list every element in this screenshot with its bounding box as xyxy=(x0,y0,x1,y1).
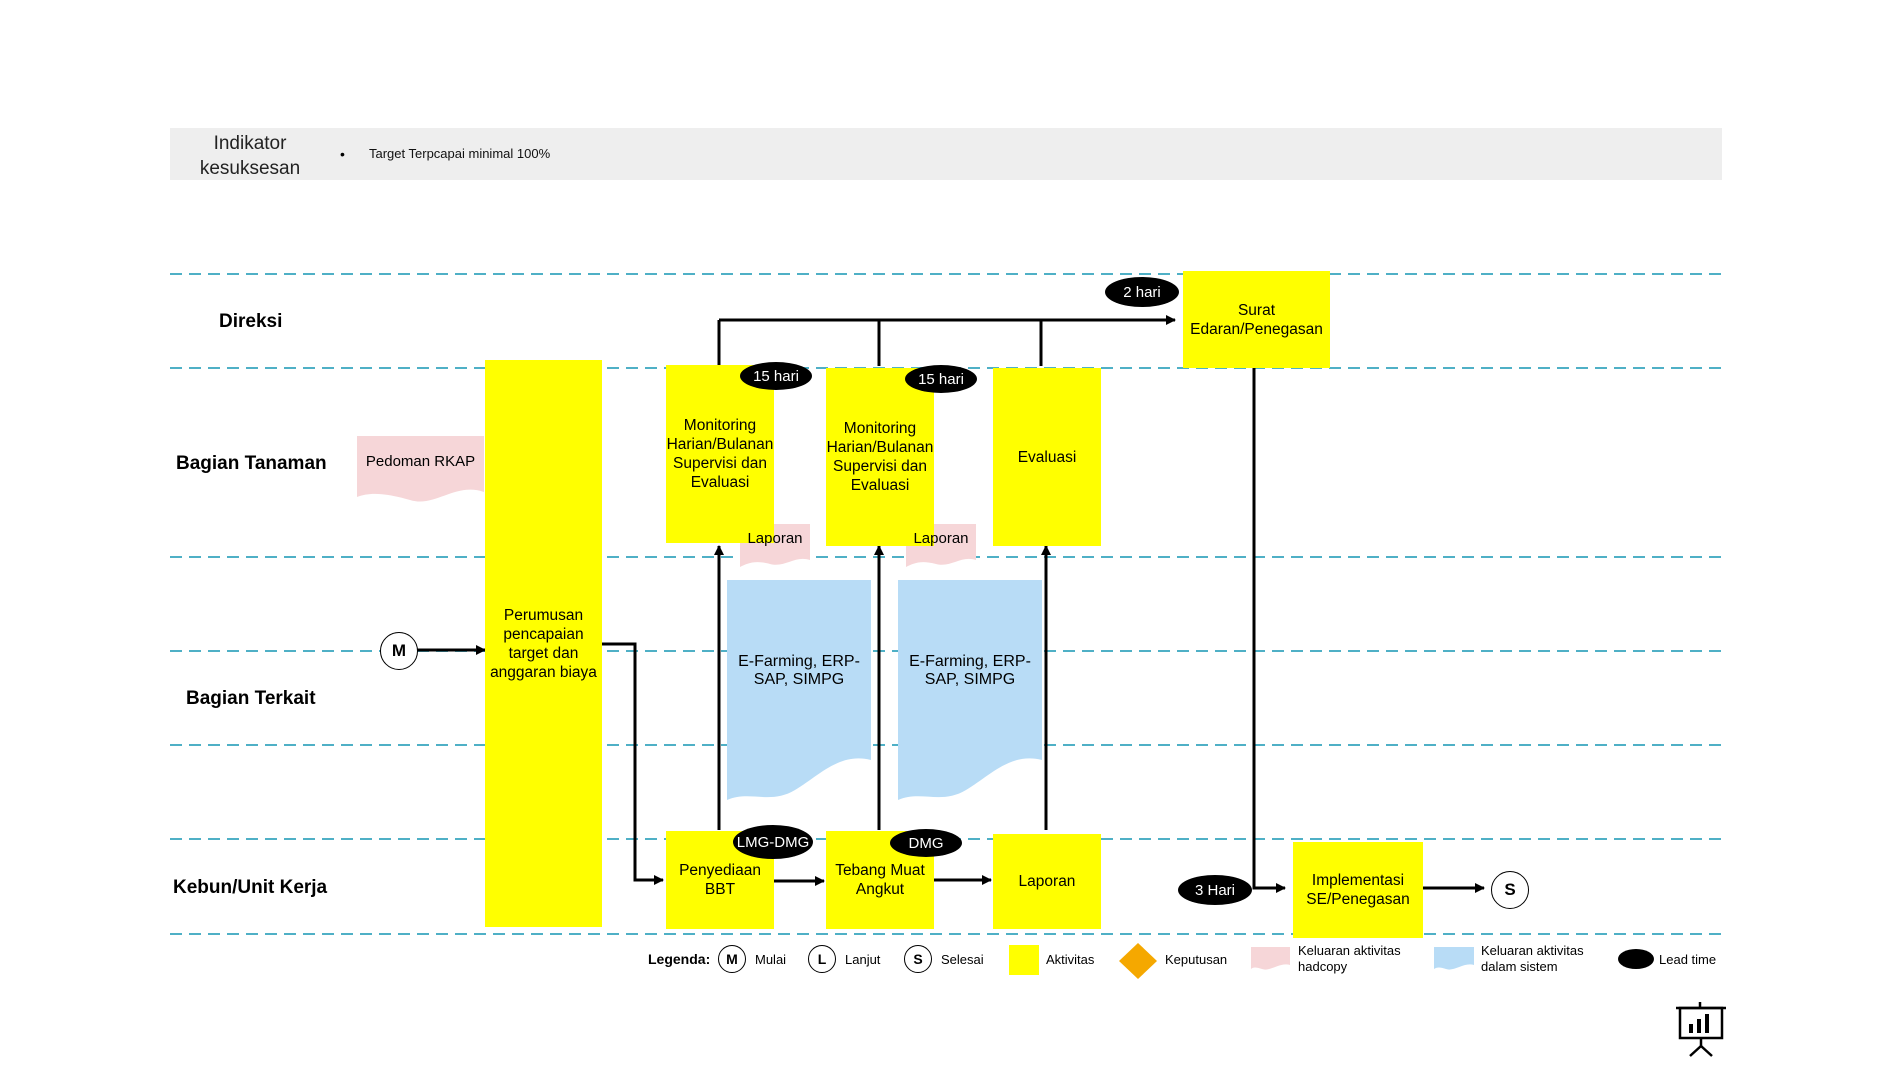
activity-implementasi-label: Implementasi SE/Penegasan xyxy=(1306,872,1410,908)
pedoman-doc-shape xyxy=(357,436,484,502)
doc-efarming-1: E-Farming, ERP- SAP, SIMPG xyxy=(738,653,860,688)
legend-decision-diamond xyxy=(1119,943,1157,979)
terminal-end[interactable]: S xyxy=(1491,871,1529,909)
legend-mulai: Mulai xyxy=(755,952,787,967)
legend-hardcopy-shape xyxy=(1251,947,1290,970)
lead-time-implementasi: 3 Hari xyxy=(1178,875,1252,905)
activity-surat-edaran-label: Surat Edaran/Penegasan xyxy=(1190,301,1323,338)
activity-surat-edaran[interactable]: Surat Edaran/Penegasan xyxy=(1183,271,1330,368)
lead-time-monitoring-2: 15 hari xyxy=(905,365,977,393)
lead-time-surat: 2 hari xyxy=(1105,277,1179,307)
presentation-chart-icon xyxy=(1676,1002,1726,1057)
legend-selesai-icon: S xyxy=(904,945,932,973)
indicator-item: Target Terpcapai minimal 100% xyxy=(369,146,551,161)
legend-mulai-icon: M xyxy=(718,945,746,973)
lead-time-penyediaan: LMG-DMG xyxy=(733,825,813,859)
activity-laporan-kebun-label: Laporan xyxy=(1018,873,1076,890)
terminal-start[interactable]: M xyxy=(380,632,418,670)
legend-selesai: Selesai xyxy=(941,952,984,967)
activity-monitoring-2-label: Monitoring Harian/Bulanan Supervisi dan … xyxy=(826,420,934,494)
lane-dividers xyxy=(170,273,1722,935)
lane-label-kebun: Kebun/Unit Kerja xyxy=(173,877,328,898)
legend-hardcopy: Keluaran aktivitas hadcopy xyxy=(1298,943,1401,974)
legend-activity-swatch xyxy=(1009,945,1039,975)
activity-penyediaan-bbt-label: Penyediaan BBT xyxy=(679,862,761,898)
doc-pedoman-rkap: Pedoman RKAP xyxy=(365,453,476,470)
doc-efarming-2: E-Farming, ERP- SAP, SIMPG xyxy=(909,653,1031,688)
lane-label-direksi: Direksi xyxy=(219,311,283,332)
efarming-doc-shape-1 xyxy=(727,580,871,800)
legend-lanjut-icon: L xyxy=(808,945,836,973)
legend-system-shape xyxy=(1434,947,1474,970)
activity-tebang-muat-angkut-label: Tebang Muat Angkut xyxy=(835,862,925,898)
indicator-bullet: • xyxy=(340,146,345,162)
activity-perumusan-label: Perumusan pencapaian target dan anggaran… xyxy=(490,606,597,681)
activity-monitoring-1[interactable]: Monitoring Harian/Bulanan Supervisi dan … xyxy=(666,365,774,543)
legend-lanjut: Lanjut xyxy=(845,952,881,967)
indicator-bar xyxy=(170,128,1722,180)
efarming-doc-shape-2 xyxy=(898,580,1042,800)
activity-monitoring-1-label: Monitoring Harian/Bulanan Supervisi dan … xyxy=(666,417,774,491)
activity-implementasi[interactable]: Implementasi SE/Penegasan xyxy=(1293,842,1423,938)
activity-evaluasi-label: Evaluasi xyxy=(1017,448,1077,466)
activity-laporan-kebun[interactable]: Laporan xyxy=(993,834,1101,929)
lead-time-tebang: DMG xyxy=(890,829,962,857)
legend-title: Legenda: xyxy=(648,951,711,967)
activity-evaluasi[interactable]: Evaluasi xyxy=(993,368,1101,546)
activity-perumusan[interactable]: Perumusan pencapaian target dan anggaran… xyxy=(485,360,602,927)
legend-lead-time-shape xyxy=(1618,949,1654,969)
legend-lead-time: Lead time xyxy=(1659,952,1717,967)
legend-keputusan: Keputusan xyxy=(1165,952,1228,967)
lead-time-monitoring-1: 15 hari xyxy=(740,362,812,390)
activity-monitoring-2[interactable]: Monitoring Harian/Bulanan Supervisi dan … xyxy=(826,368,934,546)
doc-laporan-1: Laporan xyxy=(747,530,803,547)
lane-label-terkait: Bagian Terkait xyxy=(186,688,316,709)
lane-label-tanaman: Bagian Tanaman xyxy=(176,453,327,474)
doc-laporan-2: Laporan xyxy=(913,530,969,547)
indicator-title: Indikator kesuksesan xyxy=(199,133,301,179)
legend-aktivitas: Aktivitas xyxy=(1046,952,1095,967)
legend-sistem: Keluaran aktivitas dalam sistem xyxy=(1481,943,1584,974)
